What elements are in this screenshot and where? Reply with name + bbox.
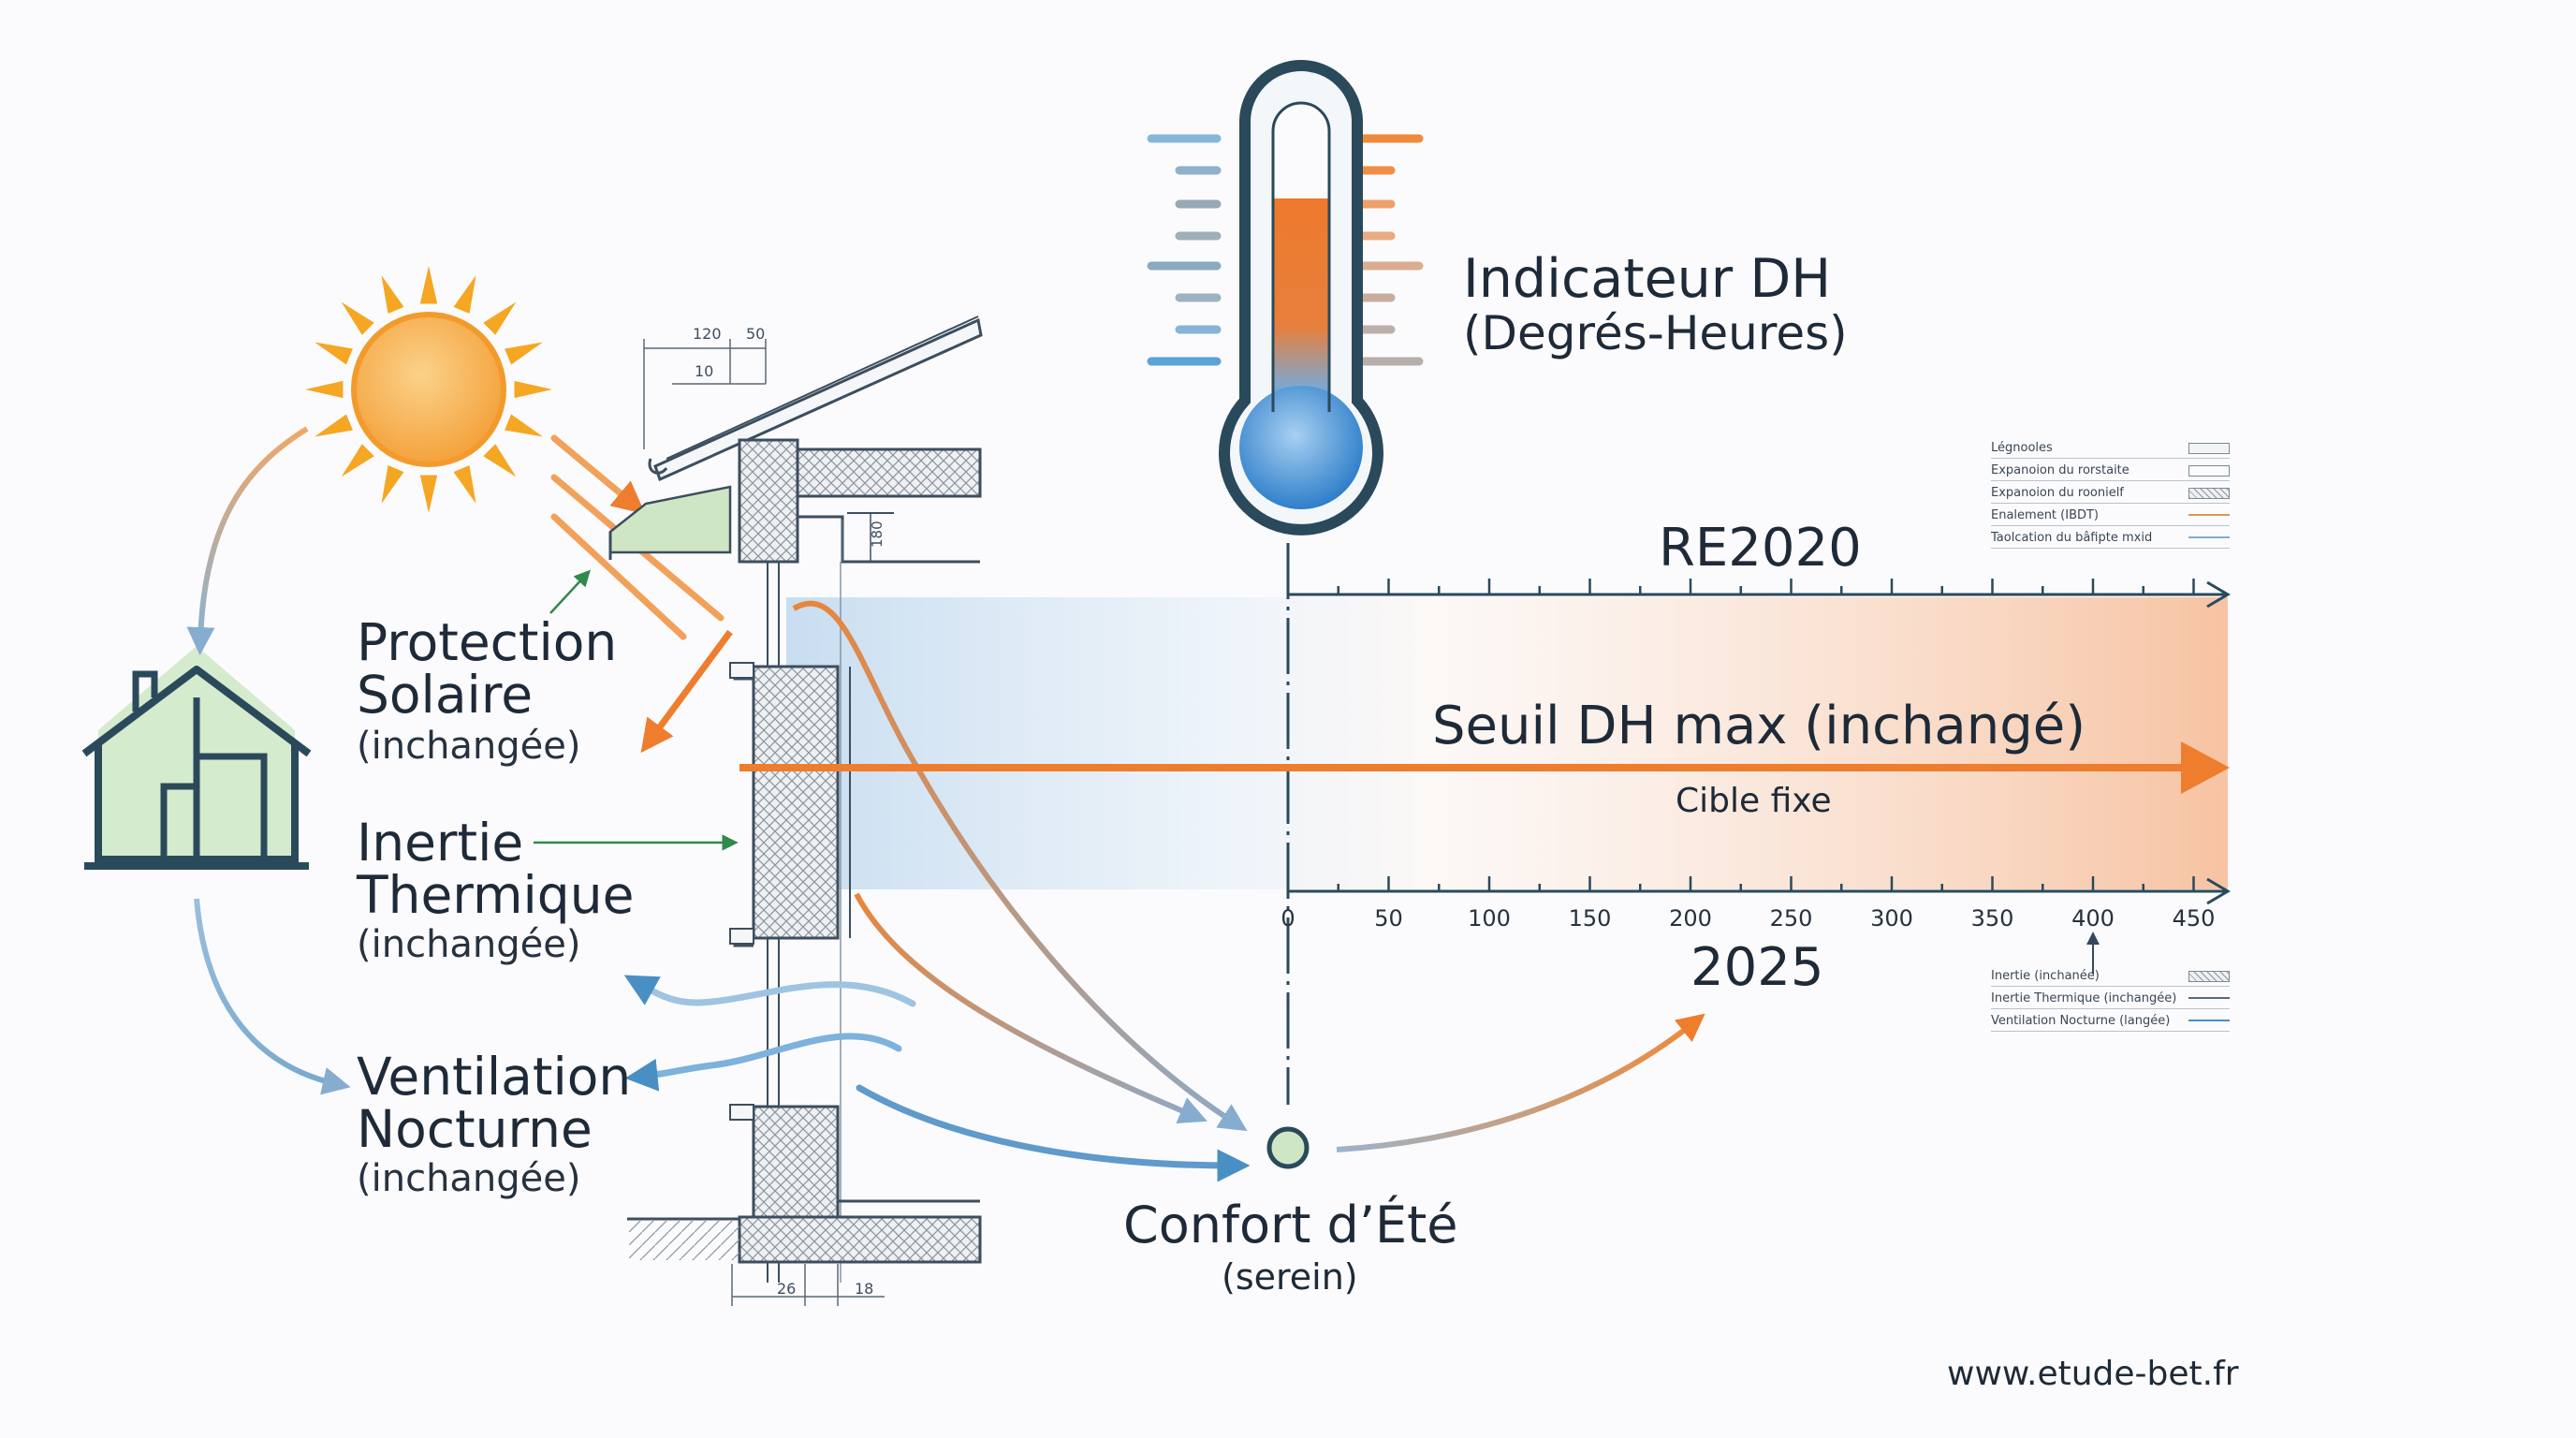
sun-ray <box>341 444 374 477</box>
inertie-note: (inchangée) <box>357 923 581 966</box>
dim-side: 180 <box>869 521 886 548</box>
axis-tick-label: 250 <box>1770 905 1813 932</box>
legend-bottom-item: Inertie (inchanée) <box>1991 964 2230 987</box>
dh-threshold-arrowhead <box>2181 741 2230 794</box>
legend-top-item: Expanoion du rorstaite <box>1991 459 2230 481</box>
sun-ray <box>453 275 476 314</box>
house-to-ventilation-arrow <box>194 898 351 1095</box>
ventilation-label-line1: Ventilation <box>357 1047 632 1107</box>
confort-title: Confort d’Été <box>1123 1196 1458 1255</box>
axis-tick-label: 150 <box>1569 905 1612 932</box>
dim-top-b: 50 <box>746 325 765 343</box>
legend-bottom-item: Inertie Thermique (inchangée) <box>1991 987 2230 1009</box>
scale-axis-2025 <box>1286 876 2231 905</box>
axis-tick-label: 400 <box>2071 905 2115 932</box>
thermometer-icon <box>1147 60 1424 536</box>
axis-tick-label: 200 <box>1669 905 1712 932</box>
confort-to-2025-arrow <box>1336 1013 1705 1152</box>
target-label: Cible fixe <box>1676 782 1832 820</box>
legend-bottom-item: Ventilation Nocturne (langée) <box>1991 1009 2230 1032</box>
dim-top-a: 120 <box>693 325 722 343</box>
inertie-label-line1: Inertie <box>357 813 524 873</box>
sun-ray <box>305 380 344 399</box>
sun-ray <box>315 342 353 365</box>
sun-ray <box>453 465 476 504</box>
ventilation-note: (inchangée) <box>357 1157 581 1200</box>
protection-label-line1: Protection <box>357 612 618 672</box>
ventilation-flow-arrows <box>623 975 1251 1182</box>
house-icon <box>81 646 312 870</box>
legend-bottom: Inertie (inchanée) Inertie Thermique (in… <box>1991 964 2230 1032</box>
threshold-label: Seuil DH max (inchangé) <box>1432 696 2086 756</box>
legend-top-item: Taolcation du bâfipte mxid <box>1991 526 2230 549</box>
protection-pointer <box>549 569 591 614</box>
sun-to-house-arrow <box>186 426 309 655</box>
axis-tick-label: 450 <box>2173 905 2216 932</box>
protection-note: (inchangée) <box>357 725 581 768</box>
dim-top-c: 10 <box>695 362 713 380</box>
sun-ray <box>514 380 552 399</box>
sun-ray <box>419 475 438 513</box>
year-2025-label: 2025 <box>1690 937 1824 998</box>
reflection-arrow <box>640 629 733 754</box>
sun-ray <box>381 465 404 504</box>
axis-tick-label: 100 <box>1468 905 1511 932</box>
dim-bottom-a: 26 <box>777 1280 796 1298</box>
legend-top-title: Légnooles <box>1991 436 2230 459</box>
sun-ray <box>483 444 517 477</box>
axis-tick-label: 350 <box>1971 905 2014 932</box>
legend-top-item: Enalement (IBDT) <box>1991 504 2230 526</box>
protection-label-line2: Solaire <box>357 665 534 725</box>
orange-flow-lower <box>854 892 1208 1124</box>
sun-ray <box>505 414 543 437</box>
sun-ray <box>419 266 438 304</box>
dim-bottom-b: 18 <box>855 1280 873 1298</box>
sun-ray <box>315 414 353 437</box>
axis-tick-label: 50 <box>1374 905 1403 932</box>
legend-top: Légnooles Expanoion du rorstaite Expanoi… <box>1991 436 2230 549</box>
axis-tick-label: 300 <box>1870 905 1913 932</box>
footer-url-link[interactable]: www.etude-bet.fr <box>1947 1355 2239 1393</box>
re2020-label: RE2020 <box>1659 518 1862 579</box>
sun-ray <box>483 301 517 335</box>
legend-top-item: Expanoion du roonielf <box>1991 481 2230 504</box>
inertie-label-line2: Thermique <box>357 865 635 925</box>
axis-tick-label: 0 <box>1281 905 1295 932</box>
sun-ray <box>381 275 404 314</box>
thermometer-title: Indicateur DH <box>1463 248 1832 310</box>
wall-section-detail <box>608 315 983 1306</box>
dh-gradient-band <box>786 597 2228 889</box>
re2020-axis <box>1286 579 2231 609</box>
orange-flow-to-confort <box>792 600 1248 1132</box>
sun-ray <box>505 342 543 365</box>
sun-ray <box>341 301 374 335</box>
confort-point <box>1266 1126 1310 1169</box>
ventilation-label-line2: Nocturne <box>357 1099 593 1159</box>
sun-icon <box>305 266 552 513</box>
confort-note: (serein) <box>1222 1256 1358 1298</box>
thermometer-subtitle: (Degrés-Heures) <box>1463 306 1848 360</box>
